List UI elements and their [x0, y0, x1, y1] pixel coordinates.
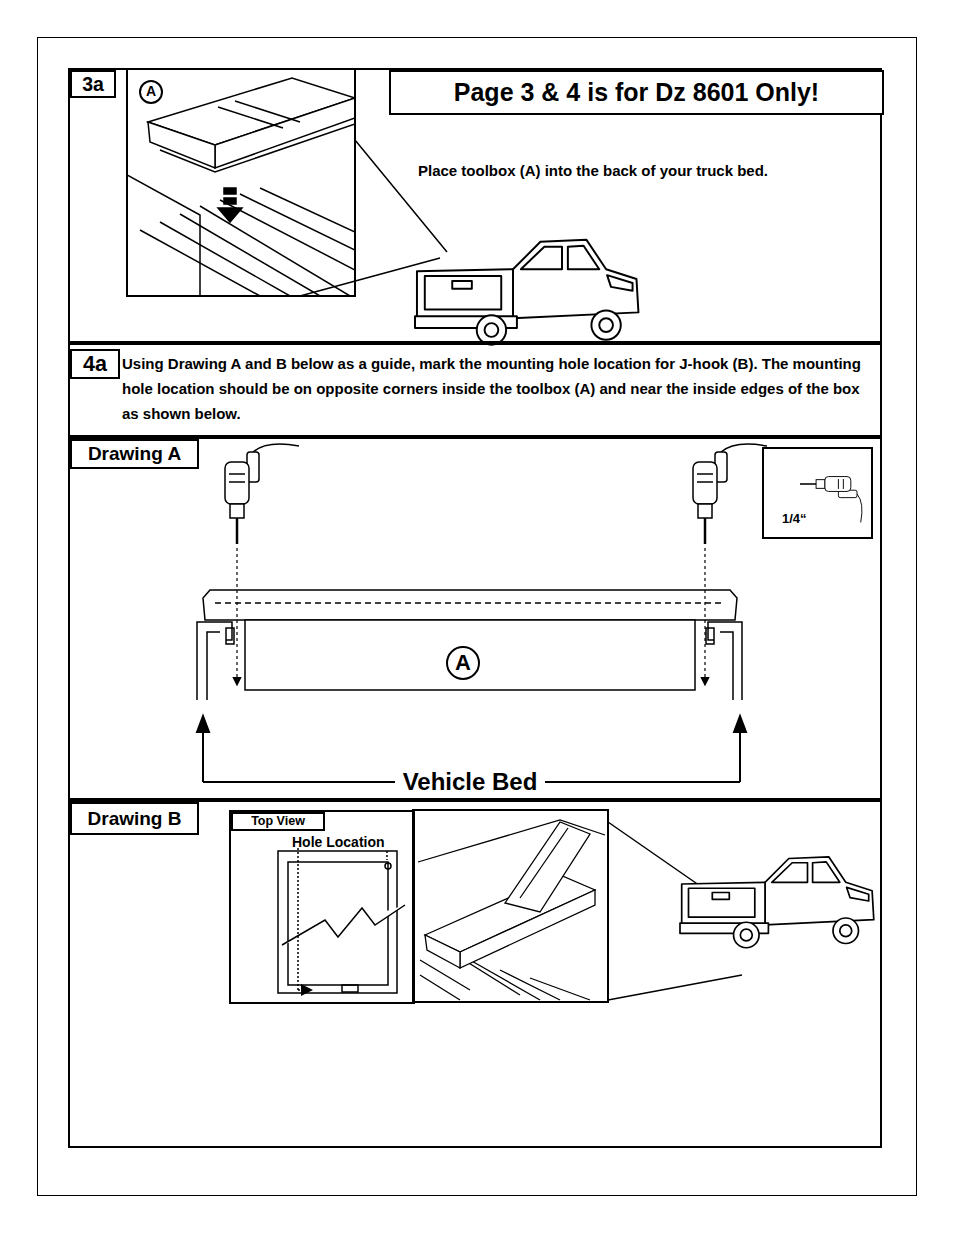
- drill-path: [237, 548, 705, 684]
- top-view-sketch: [278, 848, 405, 993]
- callout-circle: A: [139, 80, 163, 104]
- top-view-sketch: [298, 989, 310, 991]
- open-toolbox-illustration: [505, 822, 590, 912]
- drawing-heading: Drawing B: [70, 802, 199, 835]
- toolbox-illustration: [160, 124, 355, 172]
- instruction-text: Using Drawing A and B below as a guide, …: [122, 351, 867, 426]
- toolbox-illustration: [215, 98, 355, 168]
- inset-frame: [127, 69, 355, 296]
- vehicle-bed-label: Vehicle Bed: [395, 768, 546, 797]
- drill-size: 1/4“: [782, 511, 852, 527]
- top-view-sketch: [386, 851, 388, 860]
- instruction-text: Place toolbox (A) into the back of your …: [418, 162, 878, 181]
- drill-bit-inset: 1/4“: [762, 447, 873, 539]
- callout-letter: A: [448, 648, 478, 678]
- drill-icon: [800, 477, 862, 523]
- toolbox-section: [226, 628, 234, 644]
- top-view-sketch: [282, 905, 405, 945]
- hole-location-label: Hole Location: [292, 834, 385, 851]
- step-panel: 3aPlace toolbox (A) into the back of you…: [68, 68, 882, 343]
- top-view-sketch: [342, 985, 358, 992]
- toolbox-section: [708, 622, 742, 700]
- vehicle-bed-bracket: [197, 716, 209, 732]
- drawing-panel: Drawing A A 1/4“: [68, 437, 882, 800]
- truck-illustration: [680, 857, 874, 948]
- toolbox-section: [197, 590, 742, 700]
- drill-icon: [225, 444, 299, 544]
- toolbox-illustration: [127, 78, 355, 296]
- top-view-sketch: [297, 848, 299, 990]
- toolbox-illustration: [218, 208, 242, 222]
- drawing-panel: Drawing B Top View: [68, 800, 882, 1148]
- toolbox-illustration: [224, 198, 236, 204]
- toolbox-illustration: [218, 101, 300, 128]
- open-toolbox-illustration: [418, 820, 605, 1000]
- drawing-heading: Drawing A: [70, 439, 199, 469]
- toolbox-section: [720, 632, 733, 700]
- callout-circle: A: [446, 646, 480, 680]
- toolbox-illustration: [127, 175, 200, 296]
- step-number: 4a: [70, 349, 120, 379]
- view-heading: Top View: [231, 812, 325, 831]
- step-panel: 4aUsing Drawing A and B below as a guide…: [68, 343, 882, 437]
- page-border: [38, 38, 917, 1196]
- toolbox-illustration: [148, 122, 215, 168]
- step-number: 3a: [70, 70, 116, 98]
- drill-path: [236, 548, 237, 684]
- inset-frame: [413, 810, 608, 1002]
- toolbox-section: [215, 602, 725, 604]
- title-text: Page 3 & 4 is for Dz 8601 Only!: [391, 72, 882, 113]
- open-toolbox-illustration: [425, 935, 460, 968]
- open-toolbox-illustration: [520, 828, 568, 898]
- drill-path: [704, 548, 705, 684]
- toolbox-section: [203, 590, 737, 620]
- drill-icon: [693, 444, 767, 544]
- callout-letter: A: [141, 82, 161, 102]
- top-view-sketch: [385, 863, 391, 869]
- toolbox-section: [706, 628, 714, 644]
- toolbox-illustration: [140, 188, 355, 296]
- toolbox-section: [245, 620, 695, 690]
- truck-illustration: [415, 240, 638, 345]
- toolbox-section: [207, 632, 220, 700]
- vehicle-bed-bracket: [734, 716, 746, 732]
- toolbox-illustration: [224, 188, 236, 194]
- title-box: Page 3 & 4 is for Dz 8601 Only!: [389, 70, 884, 115]
